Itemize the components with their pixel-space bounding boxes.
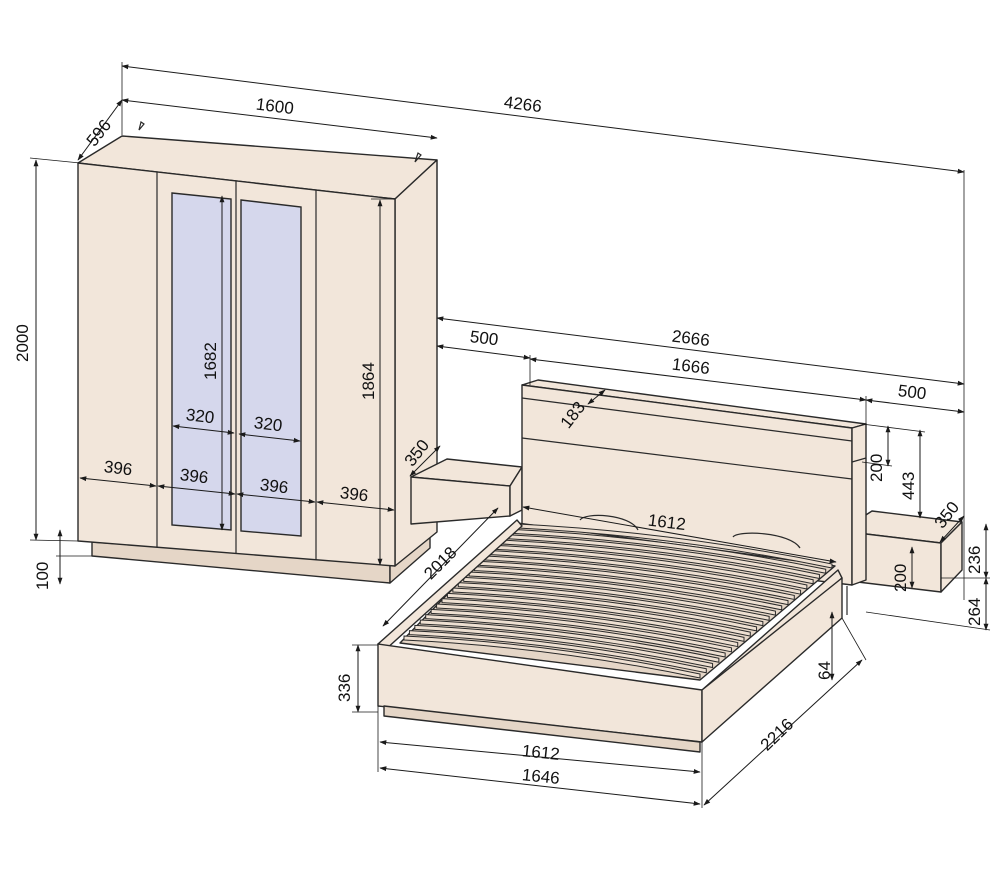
nightstand-left-front	[410, 476, 511, 525]
headboard-shelf-line	[521, 437, 853, 480]
label-bed-inner-width: 1612	[521, 741, 561, 764]
label-wardrobe-height: 2000	[13, 324, 32, 362]
headboard-side	[851, 423, 867, 586]
label-shelf-height: 200	[867, 454, 886, 482]
label-door-width-3: 396	[259, 475, 289, 497]
bed-slat	[474, 566, 783, 611]
mirror-panel-left	[171, 192, 232, 531]
label-gap-to-bed: 2666	[671, 327, 711, 350]
hook-icon	[138, 121, 145, 131]
label-nightstand-height: 236	[965, 546, 984, 574]
bed-slat	[468, 571, 776, 616]
label-mirror-width-right: 320	[253, 413, 283, 435]
dimension-lines	[29, 62, 991, 808]
headboard-shelf-line	[851, 457, 867, 463]
label-bed-length: 2216	[757, 715, 797, 755]
label-mirror-height: 1682	[201, 342, 220, 380]
label-nightstand-floor-gap: 264	[965, 598, 984, 626]
label-plinth-height: 100	[33, 562, 52, 590]
label-slat-frame-width: 1612	[647, 511, 687, 534]
label-headboard-width: 1666	[671, 355, 711, 378]
label-door-width-2: 396	[179, 465, 209, 487]
label-bed-frame-height: 336	[335, 674, 354, 702]
label-bed-leg-height: 64	[815, 661, 834, 680]
label-door-height: 1864	[359, 362, 378, 400]
label-door-width-1: 396	[103, 457, 133, 479]
nightstand-left	[410, 458, 523, 525]
label-bed-outer-width: 1646	[521, 765, 561, 788]
wardrobe	[77, 121, 438, 584]
label-nightstand-drawer-height: 200	[891, 564, 910, 592]
bed-slat	[403, 635, 701, 679]
label-door-width-4: 396	[339, 483, 369, 505]
mirror-panel-right	[240, 199, 302, 537]
label-shelf-top-height: 443	[899, 472, 918, 500]
bed-slat	[479, 560, 789, 606]
label-left-offset: 500	[469, 327, 499, 349]
label-total-width: 4266	[503, 93, 543, 116]
label-right-offset: 500	[897, 381, 927, 403]
headboard-shelf-line	[521, 397, 853, 442]
label-mirror-width-left: 320	[185, 405, 215, 427]
label-wardrobe-width: 1600	[255, 95, 295, 118]
